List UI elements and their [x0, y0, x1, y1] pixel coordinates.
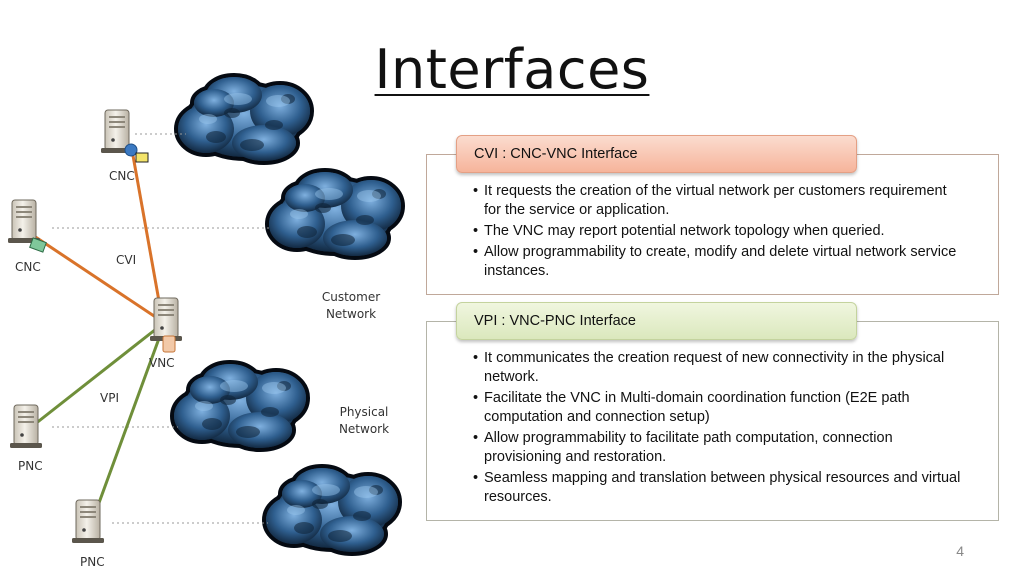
server-icon: [100, 109, 149, 163]
cvi-bullet-list: It requests the creation of the virtual …: [473, 182, 963, 283]
cvi-label: CVI: [116, 253, 136, 267]
network-diagram: CNC CNC VNC PNC PNC CVI VPI Customer Net…: [7, 73, 405, 569]
node-label-pnc: PNC: [80, 555, 105, 569]
cloud-icon: [265, 168, 405, 260]
page-number: 4: [956, 543, 964, 559]
vpi-label: VPI: [100, 391, 119, 405]
customer-network-label: Customer: [322, 290, 380, 304]
cvi-link: [27, 149, 164, 322]
list-item: It requests the creation of the virtual …: [473, 182, 963, 220]
server-icon: [71, 499, 105, 544]
list-item: Seamless mapping and translation between…: [473, 469, 963, 507]
vpi-panel-header: VPI : VNC-PNC Interface: [456, 302, 857, 340]
list-item: It communicates the creation request of …: [473, 349, 963, 387]
node-label-vnc: VNC: [149, 356, 175, 370]
list-item: Allow programmability to facilitate path…: [473, 429, 963, 467]
list-item: Facilitate the VNC in Multi-domain coord…: [473, 389, 963, 427]
cloud-icon: [174, 73, 314, 165]
physical-network-label: Physical: [340, 405, 389, 419]
server-icon: [149, 297, 183, 353]
physical-network-label: Network: [339, 422, 389, 436]
slide-title: Interfaces: [374, 38, 650, 101]
node-label-cnc: CNC: [109, 169, 135, 183]
server-icon: [9, 404, 43, 449]
cloud-icon: [170, 360, 310, 452]
list-item: The VNC may report potential network top…: [473, 222, 963, 241]
list-item: Allow programmability to create, modify …: [473, 243, 963, 281]
vpi-link: [29, 320, 167, 523]
vpi-bullet-list: It communicates the creation request of …: [473, 349, 963, 509]
customer-network-label: Network: [326, 307, 376, 321]
node-label-cnc: CNC: [15, 260, 41, 274]
node-label-pnc: PNC: [18, 459, 43, 473]
cloud-icon: [262, 464, 402, 556]
cvi-panel-header: CVI : CNC-VNC Interface: [456, 135, 857, 173]
server-icon: [7, 199, 47, 253]
